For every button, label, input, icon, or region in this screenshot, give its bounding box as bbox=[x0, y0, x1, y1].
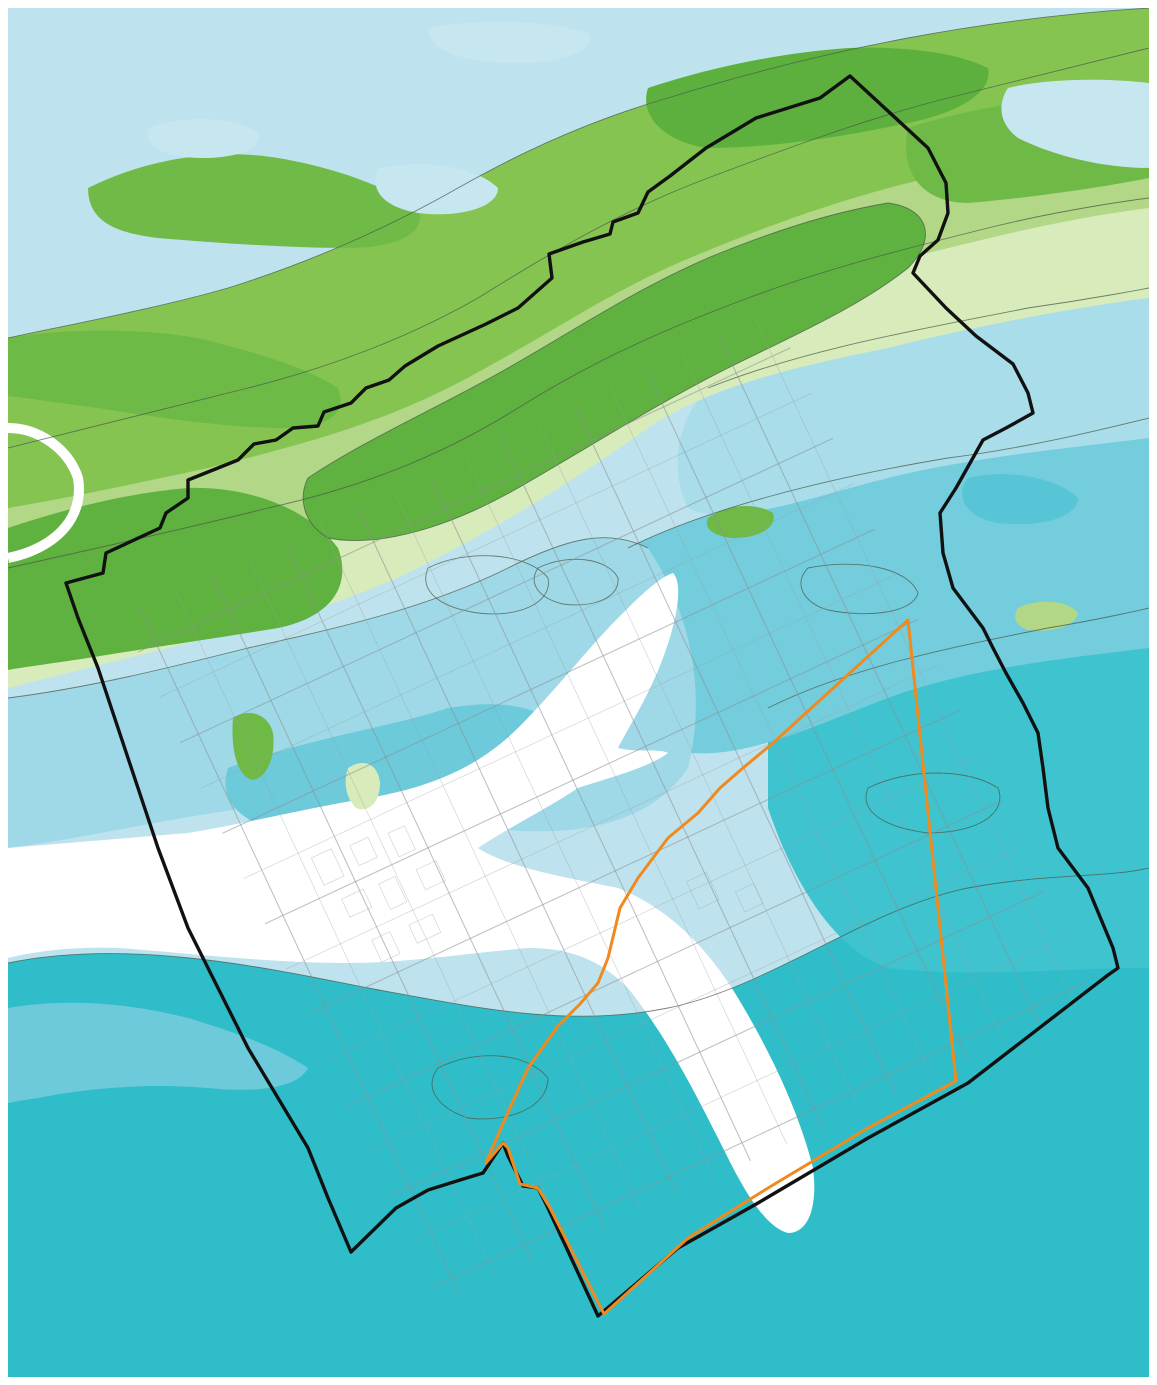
contour-line-12 bbox=[800, 563, 919, 615]
street-ns-18 bbox=[755, 319, 1078, 1009]
street-ns-13 bbox=[573, 404, 896, 1094]
street-ew-5 bbox=[222, 528, 876, 834]
block-3 bbox=[387, 825, 416, 858]
contour-line-7 bbox=[767, 607, 1149, 709]
street-ns-2 bbox=[175, 590, 498, 1280]
street-ew-7 bbox=[264, 619, 918, 925]
contour-line-9 bbox=[302, 202, 926, 541]
contour-line-13 bbox=[865, 772, 1001, 834]
map-frame[interactable] bbox=[8, 8, 1149, 1377]
terrain-blue-pocket-5 bbox=[962, 474, 1078, 525]
street-ns-5 bbox=[283, 539, 606, 1229]
street-ns-17 bbox=[718, 336, 1041, 1026]
contour-line-6 bbox=[627, 417, 1149, 549]
terrain-green-island-2 bbox=[232, 713, 274, 780]
terrain-green-dark-ridge-4 bbox=[88, 154, 420, 248]
contour-line-5 bbox=[707, 287, 1149, 389]
street-lines-ns bbox=[138, 319, 1078, 1297]
street-ew-11 bbox=[349, 800, 1003, 1106]
block-9 bbox=[686, 871, 720, 910]
terrain-blue-pocket-1 bbox=[147, 118, 259, 158]
block-1 bbox=[310, 848, 345, 886]
contour-map[interactable] bbox=[8, 8, 1149, 1377]
street-ew-8 bbox=[285, 664, 939, 970]
block-8 bbox=[408, 913, 442, 944]
contour-line-11 bbox=[533, 558, 619, 606]
street-ns-15 bbox=[646, 370, 969, 1060]
street-ns-6 bbox=[320, 522, 643, 1212]
contour-line-8 bbox=[8, 867, 1149, 1017]
terrain-blue-pocket-4 bbox=[1001, 79, 1149, 168]
block-4 bbox=[341, 888, 373, 918]
block-6 bbox=[415, 860, 446, 891]
outer-boundary[interactable] bbox=[64, 74, 1120, 1318]
terrain-white-zone bbox=[8, 573, 815, 1233]
street-ew-2 bbox=[159, 392, 812, 698]
contour-line-3 bbox=[8, 197, 1149, 569]
block-5 bbox=[378, 875, 408, 910]
terrain-blue-pocket-2 bbox=[375, 164, 498, 215]
street-ns-7 bbox=[356, 505, 679, 1195]
block-10 bbox=[734, 883, 764, 913]
street-ew-12 bbox=[370, 845, 1024, 1151]
terrain-green-island-4 bbox=[345, 763, 380, 810]
street-ns-10 bbox=[465, 455, 788, 1145]
block-2 bbox=[349, 836, 378, 867]
street-lines-ew bbox=[137, 347, 1087, 1287]
terrain-blue-pocket-3 bbox=[428, 21, 590, 63]
street-ew-1 bbox=[137, 347, 791, 653]
street-ew-15 bbox=[433, 981, 1087, 1287]
street-ew-9 bbox=[306, 709, 960, 1016]
terrain-green-island-1 bbox=[706, 506, 774, 538]
terrain-teal-lower bbox=[8, 868, 1149, 1377]
street-ns-8 bbox=[392, 488, 715, 1178]
street-grid bbox=[137, 319, 1087, 1297]
street-ns-16 bbox=[682, 353, 1005, 1043]
terrain-river bbox=[8, 423, 84, 563]
street-ew-14 bbox=[412, 936, 1066, 1242]
terrain-green-dark-ridge-1 bbox=[303, 203, 926, 541]
street-ns-1 bbox=[138, 607, 461, 1297]
terrain-blue-light-right bbox=[677, 288, 1149, 515]
street-ew-10 bbox=[328, 755, 981, 1061]
contour-line-14 bbox=[431, 1055, 549, 1120]
street-ns-9 bbox=[428, 471, 751, 1162]
contour-line-4 bbox=[8, 537, 649, 699]
street-ew-4 bbox=[201, 483, 855, 789]
block-7 bbox=[371, 931, 401, 963]
street-ns-4 bbox=[247, 556, 570, 1246]
contour-line-2 bbox=[8, 47, 1149, 449]
street-ns-11 bbox=[501, 438, 824, 1128]
building-blocks bbox=[310, 825, 764, 963]
contour-line-10 bbox=[425, 555, 549, 615]
terrain-green-dark-ridge-3 bbox=[8, 330, 341, 428]
street-ew-6 bbox=[243, 573, 897, 879]
street-ns-3 bbox=[211, 573, 534, 1263]
terrain-shoreline-blue bbox=[8, 1002, 308, 1103]
street-ns-12 bbox=[537, 421, 860, 1111]
inner-district-boundary[interactable] bbox=[484, 618, 958, 1316]
contour-line-1 bbox=[8, 8, 1149, 339]
terrain-contours bbox=[8, 8, 1149, 1377]
street-ew-3 bbox=[180, 437, 834, 744]
terrain-green-island-3 bbox=[1015, 601, 1078, 631]
terrain-green-dark-ridge-2 bbox=[8, 487, 343, 670]
street-ns-14 bbox=[610, 387, 933, 1077]
